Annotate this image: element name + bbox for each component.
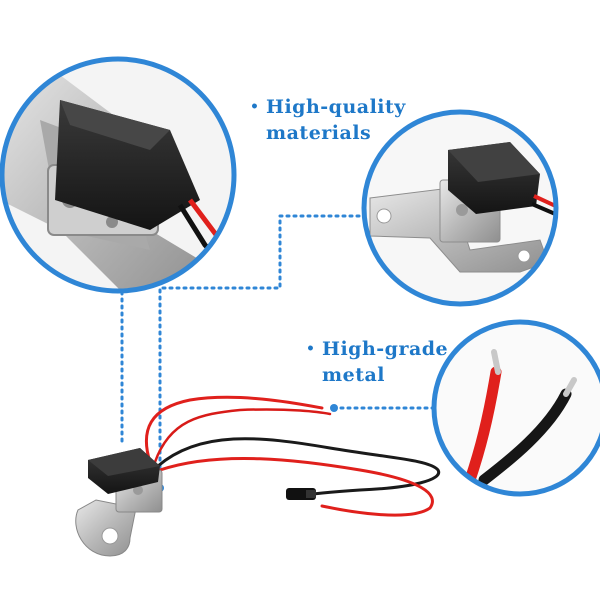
connector-dot (330, 404, 338, 412)
red-wire (153, 408, 332, 464)
zoom-circle-bracket (361, 109, 559, 307)
zoom-circle-wires (431, 319, 600, 497)
zoom-circle-icon (0, 56, 237, 294)
callout-high-grade-metal: • High-grade metal (306, 336, 449, 388)
callout-line: metal (322, 364, 385, 386)
zoom-circle-icon (361, 109, 559, 307)
wire-harness (144, 395, 441, 517)
red-wire (158, 456, 434, 517)
red-wire (144, 395, 324, 464)
callout-line: High-quality (266, 96, 406, 118)
wire-connector-plug (286, 488, 316, 500)
connector-quality (158, 214, 374, 490)
dotted-connectors (120, 214, 440, 490)
main-module (75, 448, 163, 557)
callout-line: materials (266, 122, 372, 144)
callout-line: High-grade (322, 338, 449, 360)
callout-high-quality-materials: • High-quality materials (250, 94, 406, 146)
black-wire (156, 437, 441, 498)
bullet-icon: • (250, 99, 260, 115)
zoom-circle-module (0, 56, 237, 294)
bullet-icon: • (306, 341, 316, 357)
zoom-circle-icon (431, 319, 600, 497)
